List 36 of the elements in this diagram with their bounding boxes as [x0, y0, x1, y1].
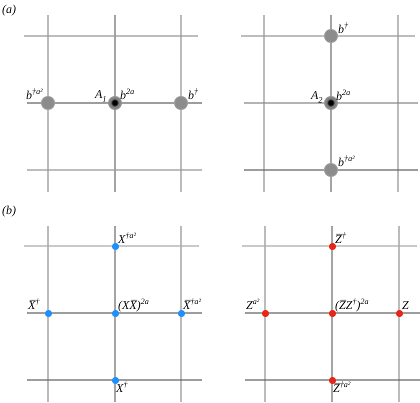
site-label: b$^{2a}$ — [336, 89, 350, 103]
lattice-site-dot — [112, 376, 118, 384]
lattice-site-dot — [262, 310, 268, 316]
site-label: Z̅$^{†}$ — [335, 232, 346, 246]
site-label: Z — [402, 298, 409, 312]
site-label: b$^{†a²}$ — [26, 88, 43, 102]
site-label: X̅$^{†a²}$ — [183, 298, 201, 312]
lattice-site-dot — [324, 96, 338, 110]
site-label: Z̅$^{†a²}$ — [333, 381, 350, 395]
site-label: A$_{2}$ — [311, 88, 322, 102]
lattice-site-dot — [174, 96, 188, 110]
site-label: Z$^{a²}$ — [246, 298, 260, 312]
site-label: X$^{†}$ — [116, 381, 128, 395]
lattice-site-dot — [44, 310, 52, 316]
lattice-site-dot — [41, 96, 55, 110]
lattice-site-dot — [324, 29, 338, 43]
site-label: b$^{†a²}$ — [338, 155, 355, 169]
lattice-site-dot — [328, 376, 336, 384]
site-label: (XX̅)$^{2a}$ — [118, 298, 149, 312]
lattice-site-dot — [112, 242, 118, 250]
site-label: X̅$^{†}$ — [28, 298, 40, 312]
lattice-site-dot — [328, 242, 336, 250]
site-label: b$^{†}$ — [188, 88, 198, 102]
site-label: b$^{2a}$ — [120, 88, 134, 102]
lattice-site-dot — [324, 163, 338, 177]
panel-label: (a) — [2, 2, 16, 16]
lattice-site-dot — [108, 96, 122, 110]
site-label: b$^{†}$ — [338, 22, 348, 36]
site-label: X$^{†a²}$ — [118, 232, 136, 246]
lattice-site-dot — [112, 310, 118, 316]
lattice-site-dot — [328, 310, 336, 316]
site-label: A$_{1}$ — [95, 87, 106, 101]
lattice-site-dot — [396, 310, 402, 316]
panel-label: (b) — [2, 203, 16, 217]
lattice-site-dot — [178, 310, 184, 316]
site-label: (Z̅Z$^{†}$)$^{2a}$ — [335, 298, 369, 312]
